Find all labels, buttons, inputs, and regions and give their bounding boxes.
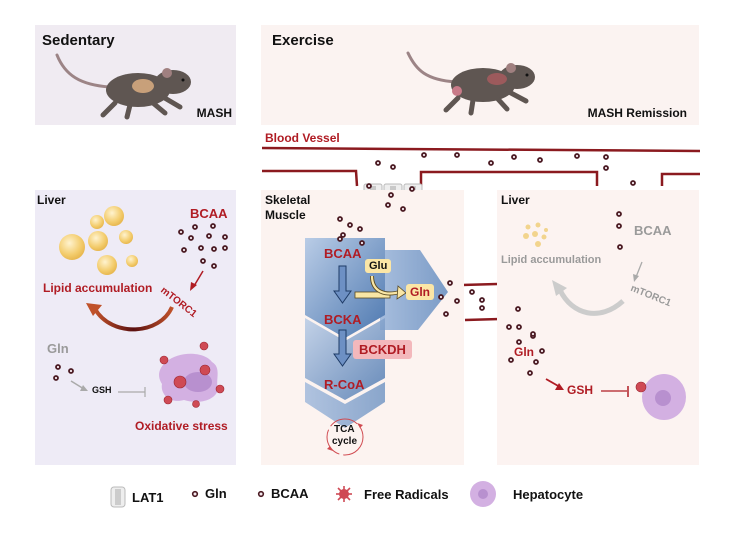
liver-exercise-title: Liver xyxy=(501,193,530,207)
sedentary-state-label: MASH xyxy=(196,106,232,120)
muscle-step-bcka: BCKA xyxy=(324,312,362,327)
legend-label-gln: Gln xyxy=(205,486,227,501)
liver-sedentary-title: Liver xyxy=(37,193,66,207)
legend-item-bcaa: BCAA xyxy=(257,486,309,501)
gln-label: Gln xyxy=(47,341,69,356)
legend-item-free-radicals: Free Radicals xyxy=(336,486,449,502)
sedentary-mouse-icon xyxy=(55,53,191,120)
legend-label-hepatocyte: Hepatocyte xyxy=(513,486,584,502)
free-radicals xyxy=(159,341,225,408)
tca-label-line2: cycle xyxy=(332,436,358,447)
free-radical-icon xyxy=(336,486,352,502)
bckdh-tag: BCKDH xyxy=(353,340,412,359)
legend-label-free-radicals: Free Radicals xyxy=(364,486,449,502)
bcaa-dots xyxy=(178,223,228,269)
gln-dot-icon xyxy=(191,490,199,497)
lipid-accumulation-label: Lipid accumulation xyxy=(43,281,153,295)
legend-item-gln: Gln xyxy=(191,486,227,501)
muscle-step-bcaa: BCAA xyxy=(324,246,362,261)
tca-label-line1: TCA xyxy=(334,424,355,435)
bcaa-label-faded: BCAA xyxy=(634,223,672,238)
exercise-panel: Exercise MASH Remission xyxy=(261,25,699,125)
gsh-label: GSH xyxy=(92,385,112,395)
lat1-transporter-icon xyxy=(110,486,126,508)
muscle-title-line2: Muscle xyxy=(265,208,306,222)
bcaa-dot-icon xyxy=(257,490,265,497)
oxidative-stress-label: Oxidative stress xyxy=(135,419,228,433)
bcaa-label: BCAA xyxy=(190,206,228,221)
sedentary-title: Sedentary xyxy=(42,32,115,49)
legend-item-hepatocyte: Hepatocyte xyxy=(469,480,583,508)
exercise-mouse-icon xyxy=(406,51,535,116)
legend-item-lat1: LAT1 xyxy=(110,486,164,508)
gsh-label-exercise: GSH xyxy=(567,383,594,397)
muscle-step-rcoa: R-CoA xyxy=(324,377,365,392)
gln-tag: Gln xyxy=(406,284,434,300)
gln-label-exercise: Gln xyxy=(514,345,534,359)
lipid-accumulation-label-faded: Lipid accumulation xyxy=(501,254,602,266)
blood-vessel-label: Blood Vessel xyxy=(265,131,340,145)
sedentary-panel: Sedentary MASH xyxy=(35,25,236,125)
lipid-droplets xyxy=(59,206,138,275)
hepatocyte-icon xyxy=(470,481,496,507)
legend-label-bcaa: BCAA xyxy=(271,486,309,501)
glu-tag: Glu xyxy=(365,259,392,273)
exercise-title: Exercise xyxy=(272,32,334,49)
exercise-state-label: MASH Remission xyxy=(587,106,687,120)
muscle-title-line1: Skeletal xyxy=(265,193,311,207)
legend-label-lat1: LAT1 xyxy=(132,489,164,505)
